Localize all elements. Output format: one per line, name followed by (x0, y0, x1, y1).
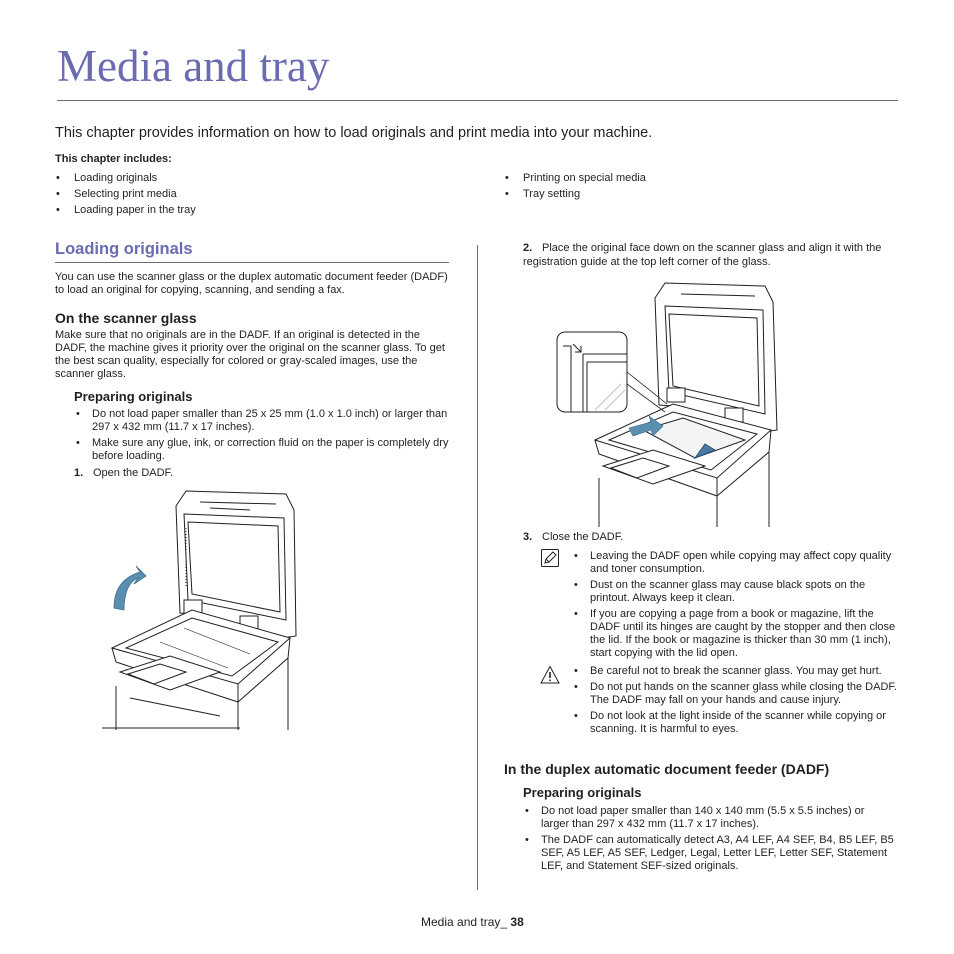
scanner-glass-text: Make sure that no originals are in the D… (55, 329, 445, 380)
lift-arrow-icon (113, 565, 147, 611)
title-divider (57, 100, 898, 101)
toc-item[interactable]: Loading originals (55, 170, 196, 186)
toc-item[interactable]: Loading paper in the tray (55, 202, 196, 218)
step-number: 2. (523, 242, 533, 254)
list-item: Make sure any glue, ink, or correction f… (74, 437, 450, 463)
warning-list: Be careful not to break the scanner glas… (572, 665, 898, 739)
step-3: 3. Close the DADF. (523, 530, 623, 544)
step-text: Close the DADF. (542, 531, 624, 543)
dadf-prep-list: Do not load paper smaller than 140 x 140… (523, 805, 895, 876)
step-1: 1. Open the DADF. (74, 466, 173, 480)
note-icon (541, 549, 559, 567)
toc-item[interactable]: Selecting print media (55, 186, 196, 202)
page-footer: Media and tray_ 38 (421, 915, 524, 929)
printer-open-dadf-illustration (102, 490, 297, 730)
step-text: Place the original face down on the scan… (523, 242, 882, 268)
list-item: Leaving the DADF open while copying may … (572, 550, 898, 576)
list-item: Do not look at the light inside of the s… (572, 710, 898, 736)
step-2: 2.Place the original face down on the sc… (523, 241, 893, 269)
original-on-glass-illustration (556, 282, 778, 527)
section-title: Loading originals (55, 240, 193, 258)
chapter-intro: This chapter provides information on how… (55, 125, 653, 141)
list-item: Do not put hands on the scanner glass wh… (572, 681, 898, 707)
warning-icon (540, 665, 560, 684)
page-title: Media and tray (57, 41, 330, 91)
toc-item[interactable]: Tray setting (504, 186, 646, 202)
scanner-glass-heading: On the scanner glass (55, 310, 197, 326)
list-item: The DADF can automatically detect A3, A4… (523, 834, 895, 873)
page-number: 38 (510, 915, 524, 929)
dadf-heading: In the duplex automatic document feeder … (504, 761, 830, 777)
includes-label: This chapter includes: (55, 153, 172, 165)
section-divider (55, 262, 449, 263)
prep-list: Do not load paper smaller than 25 x 25 m… (74, 408, 450, 466)
list-item: Be careful not to break the scanner glas… (572, 665, 898, 678)
toc-item[interactable]: Printing on special media (504, 170, 646, 186)
step-number: 3. (523, 531, 533, 543)
registration-guide-callout (556, 331, 628, 413)
step-number: 1. (74, 467, 84, 479)
step-text: Open the DADF. (93, 467, 174, 479)
toc-left: Loading originals Selecting print media … (55, 170, 196, 218)
toc-right: Printing on special media Tray setting (504, 170, 646, 202)
prep-heading: Preparing originals (74, 389, 193, 404)
list-item: Dust on the scanner glass may cause blac… (572, 579, 898, 605)
push-arrow-icon (628, 415, 664, 437)
list-item: Do not load paper smaller than 25 x 25 m… (74, 408, 450, 434)
footer-label: Media and tray_ (421, 915, 508, 929)
column-divider (477, 245, 478, 890)
list-item: Do not load paper smaller than 140 x 140… (523, 805, 895, 831)
dadf-prep-heading: Preparing originals (523, 785, 642, 800)
section-intro: You can use the scanner glass or the dup… (55, 271, 448, 296)
list-item: If you are copying a page from a book or… (572, 608, 898, 660)
note-list: Leaving the DADF open while copying may … (572, 550, 898, 663)
